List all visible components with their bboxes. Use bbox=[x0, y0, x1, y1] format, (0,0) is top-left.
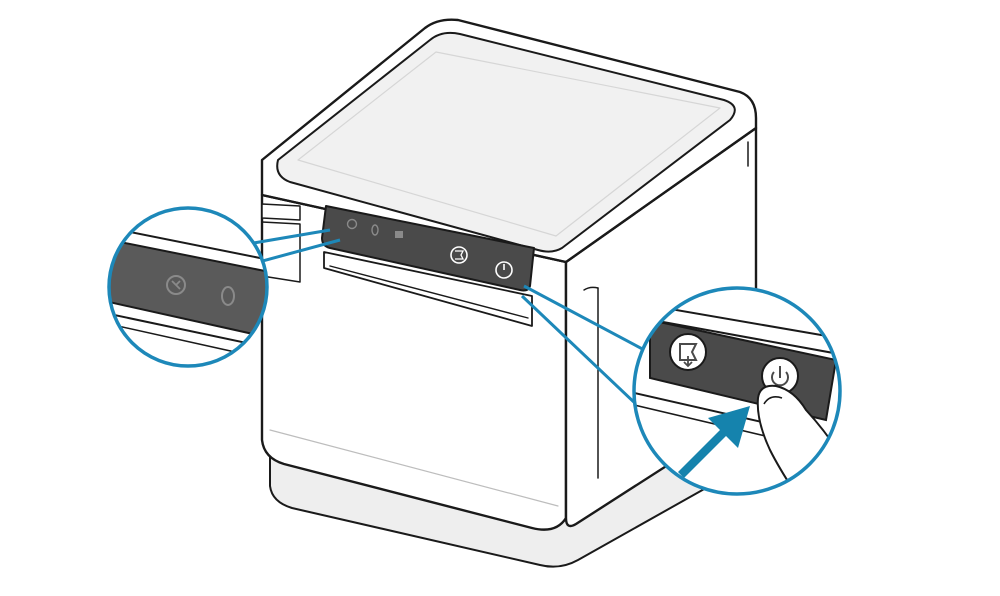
printer bbox=[260, 18, 758, 568]
bluetooth-icon-zoom bbox=[221, 286, 235, 306]
printer-top-surface bbox=[276, 31, 736, 253]
press-arrow bbox=[678, 406, 750, 478]
power-status-icon-zoom bbox=[166, 275, 186, 295]
power-button-icon bbox=[495, 261, 513, 279]
paper-outlet bbox=[323, 251, 533, 327]
panel-icons bbox=[346, 218, 513, 279]
feed-button-icon bbox=[450, 246, 468, 264]
left-magnifier bbox=[107, 206, 269, 368]
side-tab bbox=[261, 203, 301, 221]
power-status-icon bbox=[346, 218, 358, 230]
network-icon bbox=[395, 231, 403, 238]
bluetooth-icon bbox=[371, 224, 379, 236]
